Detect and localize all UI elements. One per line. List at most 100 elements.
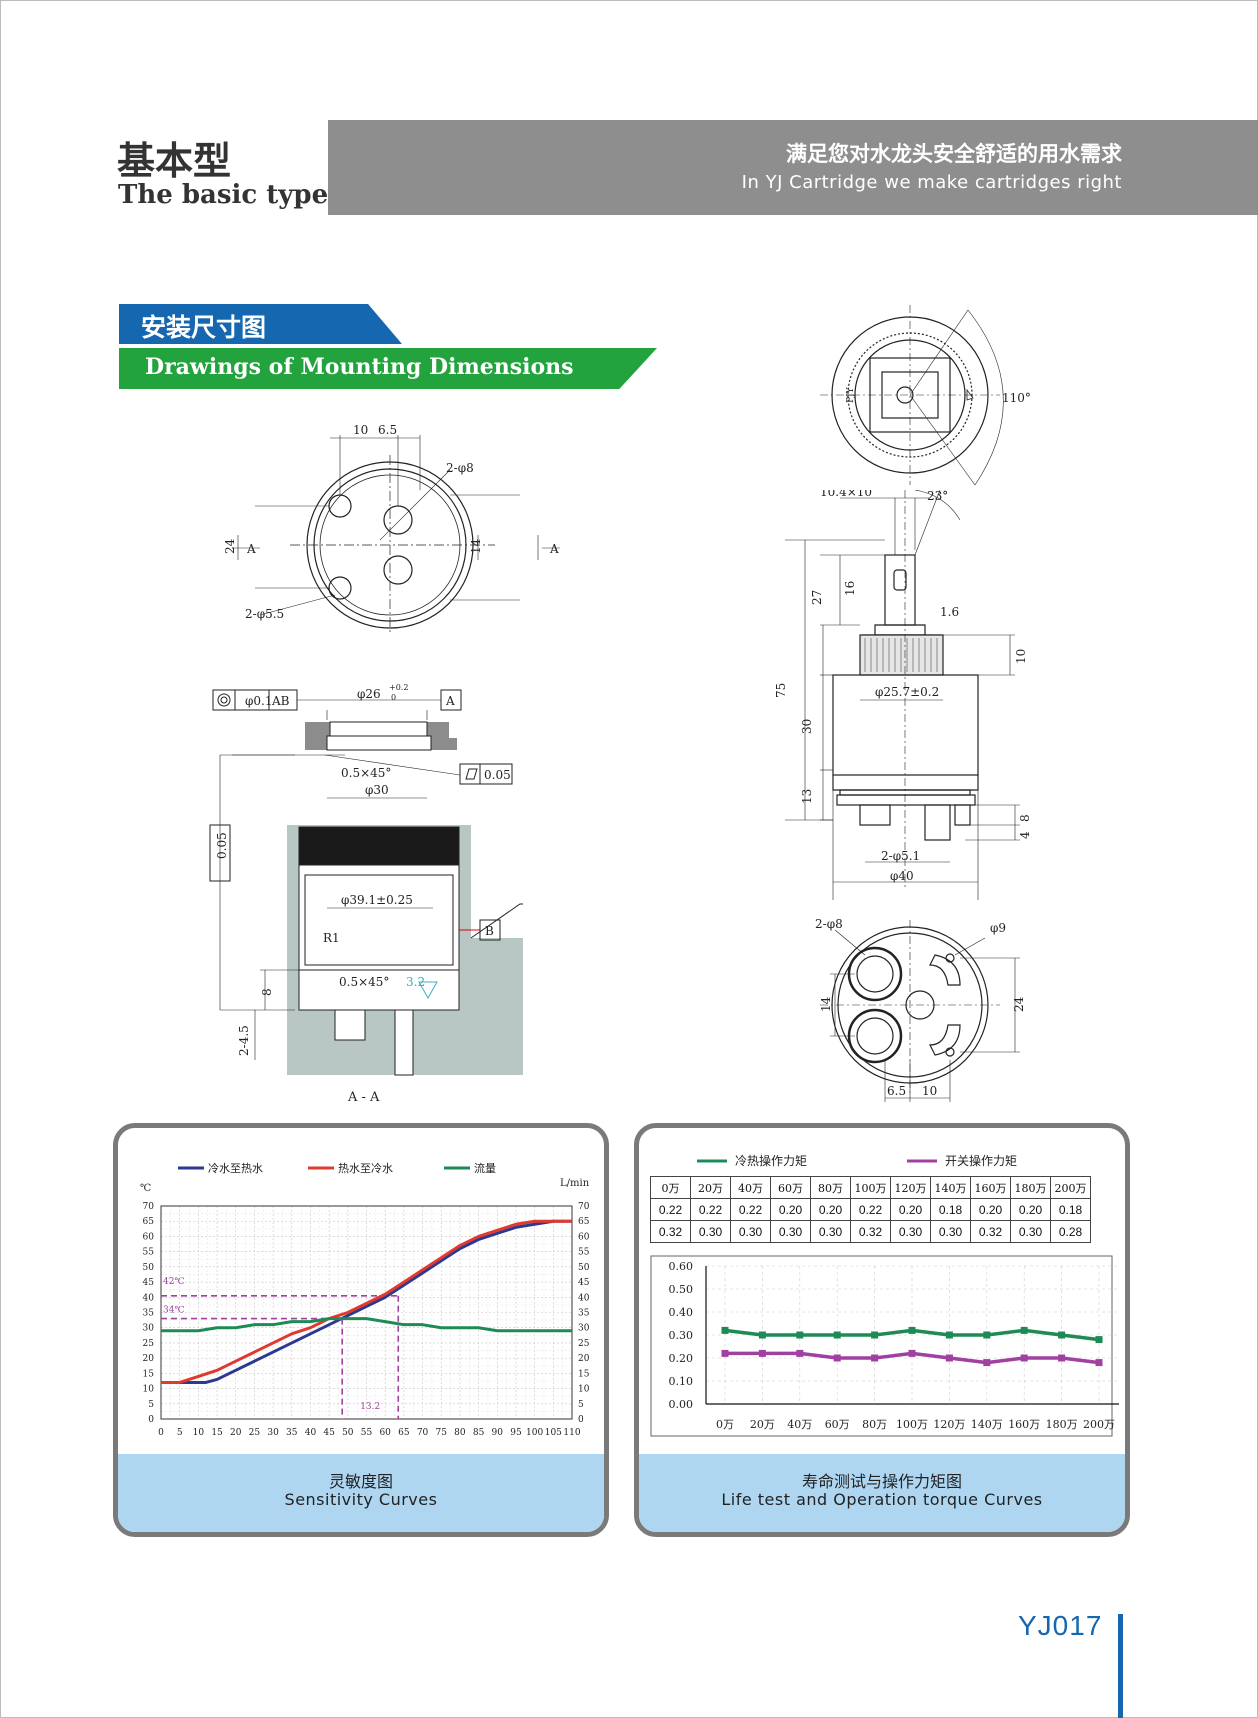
dim-30: 30: [800, 719, 814, 734]
table-cell: 0.20: [970, 1198, 1011, 1221]
sensitivity-caption: 灵敏度图 Sensitivity Curves: [118, 1454, 604, 1532]
table-cell: 80万: [810, 1176, 851, 1199]
series-point-1: [796, 1349, 804, 1357]
series-point-1: [871, 1354, 879, 1362]
table-cell: 0.20: [1010, 1198, 1051, 1221]
x-tick: 10: [193, 1428, 205, 1438]
dim-phi25-7: φ25.7±0.2: [875, 685, 939, 699]
series-point-1: [1020, 1354, 1028, 1362]
dim-2-4-5: 2-4.5: [237, 1025, 251, 1056]
dim-27: 27: [810, 590, 824, 605]
page-title-en: The basic type: [118, 180, 329, 210]
x-tick: 20万: [750, 1418, 775, 1431]
section-view-drawing: φ0.1 AB φ26 +0.2 0 A 0.5×45° 0.05 φ30 0.…: [209, 683, 523, 1076]
x-tick: 60: [379, 1428, 391, 1438]
series-point-0: [1058, 1331, 1066, 1339]
dim-10: 10: [353, 423, 368, 437]
dim-phi26-upper: +0.2: [389, 683, 408, 692]
y-tick: 0.40: [669, 1306, 694, 1319]
dim-phi30: φ30: [365, 783, 389, 797]
dim-phi9: φ9: [990, 921, 1006, 935]
model-number: YJ017: [1018, 1610, 1103, 1641]
series-point-1: [908, 1349, 916, 1357]
section-label-aa: A - A: [348, 1090, 380, 1105]
x-tick: 40万: [787, 1418, 812, 1431]
table-cell: 0.22: [690, 1198, 731, 1221]
y-tick-right: 65: [578, 1217, 590, 1227]
slogan-en: In YJ Cartridge we make cartridges right: [741, 172, 1122, 193]
y-tick-right: 60: [578, 1232, 590, 1242]
y-tick-left: 50: [143, 1263, 155, 1273]
dim-10-4x10: 10.4×10: [820, 490, 872, 499]
life-test-caption: 寿命测试与操作力矩图 Life test and Operation torqu…: [639, 1454, 1125, 1532]
table-cell: 0.30: [730, 1220, 771, 1243]
y-tick-right: 15: [578, 1369, 590, 1379]
legend-label-2: 流量: [474, 1161, 496, 1175]
x-tick: 95: [510, 1428, 522, 1438]
table-cell: 0.30: [770, 1220, 811, 1243]
series-point-1: [1095, 1359, 1103, 1367]
x-tick: 0万: [716, 1418, 734, 1431]
sensitivity-caption-cn: 灵敏度图: [328, 1472, 393, 1491]
table-cell: 20万: [690, 1176, 731, 1199]
dim-bottom-24: 24: [1012, 996, 1026, 1012]
life-test-caption-cn: 寿命测试与操作力矩图: [801, 1472, 962, 1491]
x-tick: 30: [267, 1428, 279, 1438]
plot-frame: [160, 1205, 573, 1420]
table-cell: 100万: [850, 1176, 891, 1199]
x-tick: 20: [230, 1428, 242, 1438]
section-title-cn-tab: 安装尺寸图: [119, 304, 402, 344]
table-cell: 0.28: [1050, 1220, 1091, 1243]
series-point-0: [871, 1331, 879, 1339]
x-tick: 140万: [971, 1418, 1003, 1431]
model-accent-bar: [1118, 1614, 1123, 1718]
section-title-en: Drawings of Mounting Dimensions: [145, 354, 574, 380]
y-tick-left: 60: [143, 1232, 155, 1242]
datum-b: B: [485, 924, 494, 938]
dim-8: 8: [260, 988, 274, 996]
x-tick: 80万: [862, 1418, 887, 1431]
dim-24: 24: [223, 538, 237, 554]
datum-a: A: [445, 694, 455, 708]
y-tick-left: 65: [143, 1217, 155, 1227]
header-banner: 满足您对水龙头安全舒适的用水需求 In YJ Cartridge we make…: [328, 120, 1258, 215]
series-point-0: [721, 1326, 729, 1334]
side-view-drawing: 23° 10.4×10 16 27 1.6 10 75 φ25.7±0.2 30…: [774, 490, 1032, 900]
table-cell: 160万: [970, 1176, 1011, 1199]
table-cell: 180万: [1010, 1176, 1051, 1199]
table-cell: 0.20: [890, 1198, 931, 1221]
annotation-high-label: 42℃: [163, 1277, 185, 1287]
tol-parallel: 0.05: [215, 832, 229, 859]
table-cell: 0.30: [1010, 1220, 1051, 1243]
x-tick: 60万: [825, 1418, 850, 1431]
y-tick-right: 55: [578, 1248, 590, 1258]
section-mark-a-left: A: [246, 542, 256, 556]
table-cell: 120万: [890, 1176, 931, 1199]
y-tick-left: 0: [148, 1415, 154, 1425]
x-tick: 40: [305, 1428, 317, 1438]
life-legend: 冷热操作力矩开关操作力矩: [697, 1153, 1017, 1168]
series-point-1: [721, 1349, 729, 1357]
series-point-1: [983, 1359, 991, 1367]
table-cell: 200万: [1050, 1176, 1091, 1199]
series-point-0: [1095, 1336, 1103, 1344]
dim-14: 14: [469, 538, 483, 554]
x-tick: 160万: [1008, 1418, 1040, 1431]
y-tick-left: 20: [143, 1354, 155, 1364]
series-point-0: [945, 1331, 953, 1339]
x-tick: 110: [563, 1428, 580, 1438]
x-tick: 5: [177, 1428, 183, 1438]
dim-16: 16: [843, 581, 857, 596]
table-cell: 0.30: [810, 1220, 851, 1243]
series-line-1: [161, 1219, 572, 1384]
x-tick: 105: [545, 1428, 562, 1438]
dim-bottom-2-phi8: 2-φ8: [815, 917, 843, 931]
table-cell: 0.30: [930, 1220, 971, 1243]
table-cell: 0.32: [650, 1220, 691, 1243]
y-tick: 0.20: [669, 1352, 694, 1365]
x-tick: 200万: [1083, 1418, 1115, 1431]
